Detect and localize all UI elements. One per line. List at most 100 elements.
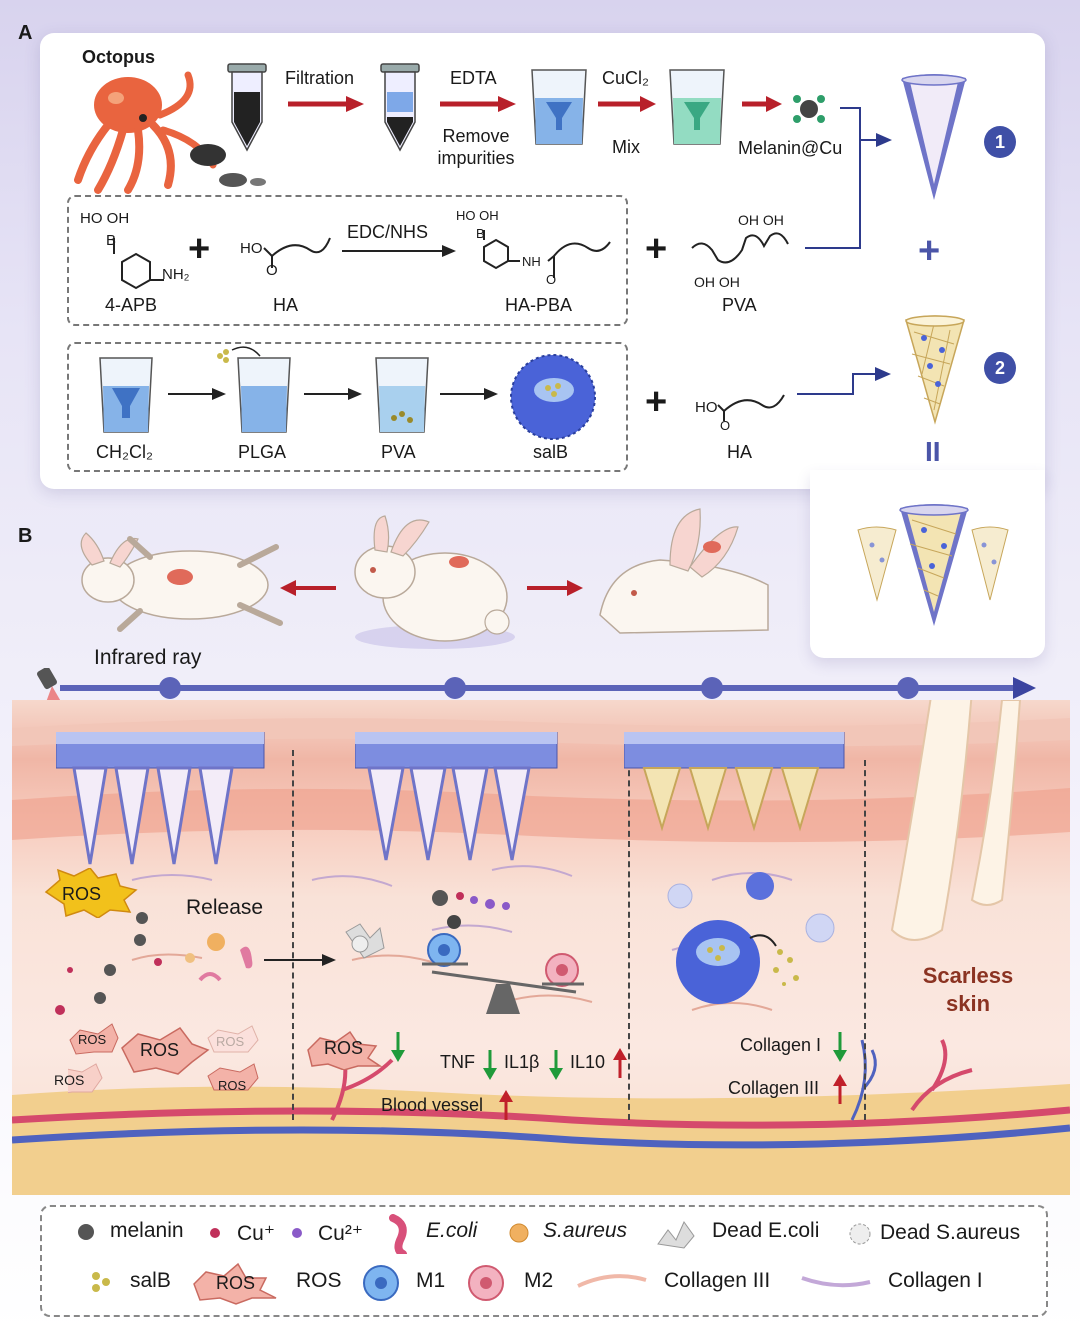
apb-nh2-label: NH₂: [162, 266, 190, 283]
ros-burst-big: [44, 868, 138, 918]
ha-pba-nh-label: NH: [522, 254, 541, 269]
cucl2-label: CuCl₂: [602, 68, 649, 88]
mix-label: Mix: [612, 137, 640, 157]
collagen-i-icon: [801, 1276, 871, 1288]
arrow-pva: [440, 388, 498, 400]
beaker-ch2cl2: [99, 357, 153, 433]
pva-structure: [691, 232, 789, 264]
step-badge-1: 1: [984, 126, 1016, 158]
salb-label: salB: [533, 442, 569, 462]
ros-cluster-stage-1: [68, 1023, 259, 1094]
dead-ecoli-icon: [657, 1220, 695, 1249]
combined-microneedles: [857, 504, 1009, 626]
arrow-edc-nhs: [342, 245, 456, 257]
melanin-cu-molecule-icon: [793, 95, 825, 123]
ha-row3-structure: [717, 394, 785, 421]
microneedle-cone-2: [905, 315, 965, 425]
salb-release-particles: [667, 872, 835, 1004]
apb-b-label: B: [106, 232, 117, 249]
legend-collagen-iii: Collagen III: [664, 1269, 771, 1292]
ros-small-label-3: ROS: [218, 1078, 247, 1093]
legend-collagen-i: Collagen I: [888, 1269, 983, 1292]
tnf-down-arrow: [483, 1050, 497, 1080]
ros-legend-icon: [193, 1262, 277, 1305]
blood-vessel-label: Blood vessel: [381, 1095, 484, 1115]
ha-pba-label: HA-PBA: [505, 295, 573, 315]
legend-m1: M1: [416, 1269, 446, 1292]
m1-icon: [363, 1265, 399, 1301]
stage-divider-2: [628, 750, 630, 1120]
il10-label: IL10: [570, 1052, 606, 1072]
collagen-iii-label: Collagen III: [728, 1078, 820, 1098]
il10-up-arrow: [613, 1048, 627, 1078]
plus-ha-pba-pva: +: [645, 228, 668, 270]
ha-ho-label: HO: [240, 240, 263, 257]
edc-nhs-label: EDC/NHS: [347, 222, 429, 242]
ch2cl2-label: CH₂Cl₂: [96, 442, 153, 462]
ros-down-arrow: [391, 1032, 405, 1062]
ros-faded-label: ROS: [216, 1034, 245, 1049]
octopus-label: Octopus: [82, 47, 156, 67]
stage-divider-3: [864, 760, 866, 1120]
legend-salb: salB: [130, 1269, 171, 1292]
connector-to-cone-1: [805, 107, 892, 249]
plus-salb-ha: +: [645, 381, 668, 423]
released-particles: [55, 912, 253, 1015]
microneedle-cone-1: [901, 74, 967, 200]
panel-a-letter: A: [18, 22, 33, 44]
connector-to-cone-2: [797, 367, 891, 395]
arrow-to-dead-bacteria: [264, 954, 336, 966]
microneedle-patch-2: [355, 732, 558, 861]
salb-nanoparticle: [510, 354, 596, 440]
release-label: Release: [186, 896, 264, 919]
arrow-plga: [304, 388, 362, 400]
rabbit-sitting: [354, 515, 515, 649]
legend-cu-plus: Cu⁺: [237, 1222, 275, 1245]
pva-oh-bottom-label: OH OH: [694, 274, 740, 290]
ha-pba-b-label: B: [476, 226, 485, 241]
filtration-label: Filtration: [285, 68, 355, 88]
arrow-ch2cl2: [168, 388, 226, 400]
ha-pba-ho-oh-label: HO OH: [456, 208, 499, 223]
legend-dead-saureus: Dead S.aureus: [880, 1221, 1021, 1244]
edta-label: EDTA: [450, 68, 497, 88]
ha-row3-o-label: O: [720, 418, 731, 433]
ros-small-label-2: ROS: [54, 1072, 85, 1088]
equals-sign: II: [925, 436, 941, 467]
arrow-filtration: [288, 96, 364, 112]
arrow-to-rabbit-head: [527, 580, 583, 596]
apb-structure: [113, 238, 164, 290]
synthesis-box-salb: [67, 342, 628, 472]
tnf-label: TNF: [440, 1052, 475, 1072]
remove-impurities-label: Remove impurities: [437, 126, 515, 168]
ecoli-icon: [389, 1214, 407, 1254]
dead-saureus-icon: [849, 1223, 871, 1245]
legend-ros-icon-text: ROS: [216, 1273, 256, 1293]
beaker-edta: [531, 69, 587, 145]
saureus-icon: [509, 1223, 529, 1243]
plga-label: PLGA: [238, 442, 287, 462]
synthesis-box-ha-pba: [67, 195, 628, 326]
plus-apb-ha: +: [188, 228, 211, 270]
collagen-iii-up-arrow: [833, 1074, 847, 1104]
infrared-label: Infrared ray: [94, 646, 202, 669]
ros-burst-stage-2: [307, 1030, 383, 1070]
salb-icon: [92, 1272, 110, 1292]
il1b-down-arrow: [549, 1050, 563, 1080]
ros-mid-label: ROS: [140, 1040, 180, 1060]
beaker-pva: [375, 357, 429, 433]
collagen-i-label: Collagen I: [740, 1035, 822, 1055]
legend-cu-2plus: Cu²⁺: [318, 1222, 363, 1245]
m2-icon: [468, 1265, 504, 1301]
step-badge-2: 2: [984, 352, 1016, 384]
microneedle-patch-1: [56, 732, 265, 865]
arrow-to-lying-rabbit: [280, 580, 336, 596]
ha-row3-ho-label: HO: [695, 399, 718, 416]
panel-b-letter: B: [18, 525, 33, 547]
ha-o-label: O: [266, 262, 278, 279]
ros-label-big: ROS: [62, 884, 102, 904]
legend-saureus: S.aureus: [543, 1219, 628, 1242]
ros-small-label-1: ROS: [78, 1032, 107, 1047]
ros-stage-2-label: ROS: [324, 1038, 364, 1058]
ha-pba-o-label: O: [546, 272, 557, 287]
